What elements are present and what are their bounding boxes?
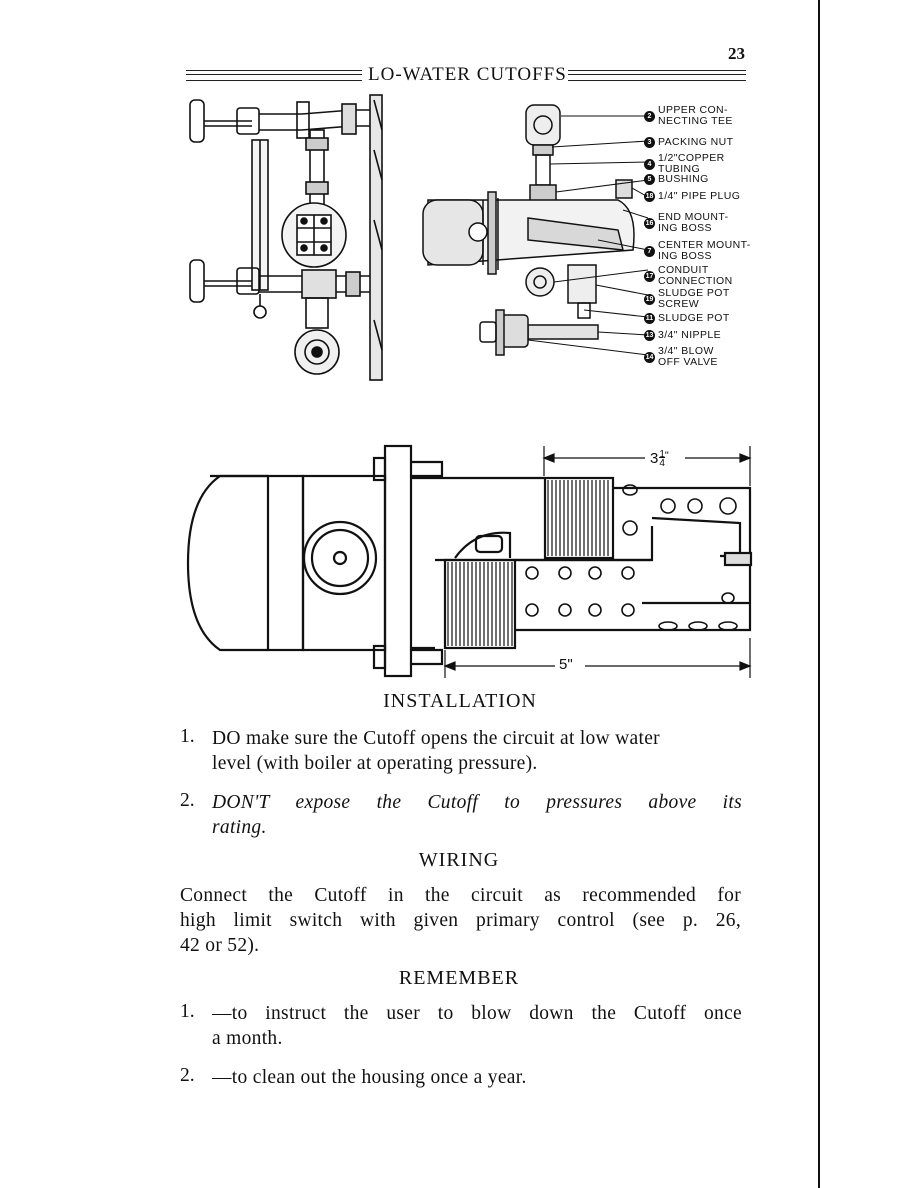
callout-label-line: 1/2"COPPER: [658, 152, 725, 164]
callout-number-badge: 16: [644, 218, 655, 229]
callout-label-line: SCREW: [658, 298, 700, 310]
callout-label-line: SLUDGE POT: [658, 312, 730, 324]
callout-label: 3/4" NIPPLE: [658, 330, 721, 341]
callout-label-line: 1/4" PIPE PLUG: [658, 190, 741, 202]
remember-item-1-line-1: —to instruct the user to blow down the C…: [212, 1003, 742, 1024]
callout-number-badge: 11: [644, 313, 655, 324]
page-edge-line: [818, 0, 820, 1188]
installation-heading: INSTALLATION: [383, 690, 537, 712]
installation-item-1-line-2: level (with boiler at operating pressure…: [212, 753, 538, 774]
callout-label-line: 3/4" NIPPLE: [658, 329, 721, 341]
remember-item-2-line-1: —to clean out the housing once a year.: [212, 1067, 527, 1088]
installed-cutoff-illustration: [189, 94, 383, 381]
callout-label: CENTER MOUNT-ING BOSS: [658, 240, 751, 262]
callout-number-badge: 19: [644, 294, 655, 305]
header-rule-right: [568, 70, 746, 81]
callout-number-badge: 4: [644, 159, 655, 170]
remember-item-2-number: 2.: [180, 1065, 195, 1086]
callout-label: BUSHING: [658, 174, 709, 185]
callout-label: SLUDGE POT: [658, 313, 730, 324]
callout-label: END MOUNT-ING BOSS: [658, 212, 729, 234]
page-number: 23: [728, 44, 745, 63]
callout-label-line: CONNECTION: [658, 275, 733, 287]
callout-label: 1/4" PIPE PLUG: [658, 191, 740, 202]
dimension-top-whole: 3: [650, 450, 659, 467]
callout-label-line: CONDUIT: [658, 264, 709, 276]
installation-item-1-number: 1.: [180, 726, 195, 747]
installation-item-2-line-1: DON'T expose the Cutoff to pressures abo…: [212, 792, 742, 813]
dimension-top-unit: ": [664, 450, 669, 462]
callout-label-line: OFF VALVE: [658, 356, 718, 368]
callout-number-badge: 7: [644, 246, 655, 257]
callout-label-line: ING BOSS: [658, 250, 712, 262]
header-rule-left: [186, 70, 362, 81]
callout-label-line: TUBING: [658, 163, 701, 175]
callout-label-line: ING BOSS: [658, 222, 712, 234]
callout-label-line: CENTER MOUNT-: [658, 239, 751, 251]
dimension-bottom-label: 5": [559, 656, 573, 673]
wiring-line-1: Connect the Cutoff in the circuit as rec…: [180, 885, 741, 906]
callout-label-line: UPPER CON-: [658, 104, 728, 116]
installation-item-2-number: 2.: [180, 790, 195, 811]
callout-label-line: BUSHING: [658, 173, 709, 185]
callout-number-badge: 18: [644, 191, 655, 202]
remember-item-1-number: 1.: [180, 1001, 195, 1022]
installation-item-2-line-2: rating.: [212, 817, 267, 838]
callout-label-line: END MOUNT-: [658, 211, 729, 223]
dimension-drawing: [186, 444, 753, 678]
callout-label-line: NECTING TEE: [658, 115, 733, 127]
callout-number-badge: 17: [644, 271, 655, 282]
callout-label: UPPER CON-NECTING TEE: [658, 105, 733, 127]
remember-item-1-line-2: a month.: [212, 1028, 283, 1049]
wiring-heading: WIRING: [418, 849, 500, 871]
page-title: LO-WATER CUTOFFS: [368, 64, 567, 85]
callout-label-line: PACKING NUT: [658, 136, 734, 148]
callout-number-badge: 3: [644, 137, 655, 148]
installation-item-1-line-1: DO make sure the Cutoff opens the circui…: [212, 728, 660, 749]
callout-number-badge: 14: [644, 352, 655, 363]
callout-label-line: SLUDGE POT: [658, 287, 730, 299]
callout-label-line: 3/4" BLOW: [658, 345, 714, 357]
callout-number-badge: 5: [644, 174, 655, 185]
dimension-top-fraction-den: 4: [659, 457, 665, 470]
wiring-line-3: 42 or 52).: [180, 935, 260, 956]
wiring-line-2: high limit switch with given primary con…: [180, 910, 741, 931]
dimension-top-fraction-num: 1: [659, 449, 665, 461]
callout-number-badge: 2: [644, 111, 655, 122]
callout-number-badge: 13: [644, 330, 655, 341]
callout-label: PACKING NUT: [658, 137, 733, 148]
cutoff-parts-illustration: [422, 104, 649, 356]
remember-heading: REMEMBER: [398, 967, 520, 989]
